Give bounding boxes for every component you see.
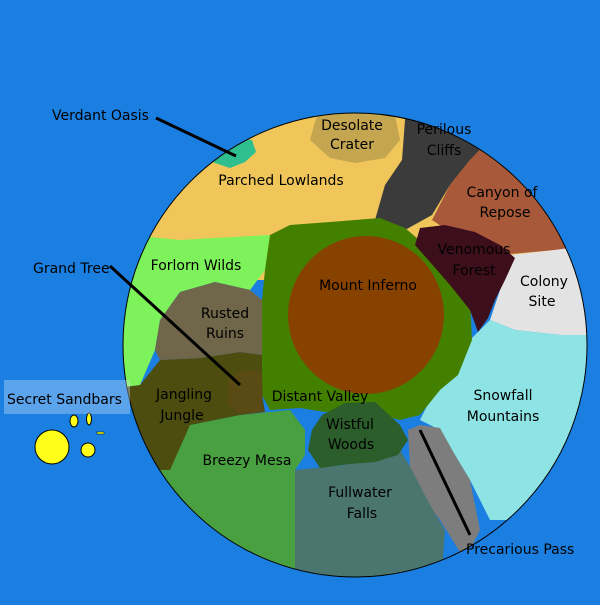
region-forlorn-wilds[interactable] xyxy=(100,235,270,390)
label-mount-inferno: Mount Inferno xyxy=(319,278,417,294)
callout-secret-sandbars: Secret Sandbars xyxy=(7,392,122,408)
sandbar-large xyxy=(34,429,70,465)
region-colony-site[interactable] xyxy=(490,245,600,335)
sandbar-small-4 xyxy=(96,431,105,435)
label-desolate-crater-2: Crater xyxy=(330,137,374,153)
verdant-oasis-pointer xyxy=(155,116,237,158)
region-canyon-of-repose[interactable] xyxy=(432,128,590,255)
label-canyon-of-repose-1: Canyon of xyxy=(467,185,539,201)
region-wistful-woods[interactable] xyxy=(308,402,408,468)
region-precarious-pass[interactable] xyxy=(408,425,480,560)
callout-grand-tree: Grand Tree xyxy=(33,261,110,277)
label-jangling-jungle-2: Jungle xyxy=(159,408,203,424)
grand-tree-pointer xyxy=(108,264,242,387)
island-outline xyxy=(122,112,588,578)
label-wistful-woods-1: Wistful xyxy=(326,417,374,433)
label-venomous-forest-1: Venomous xyxy=(438,242,511,258)
label-breezy-mesa: Breezy Mesa xyxy=(203,453,292,469)
label-canyon-of-repose-2: Repose xyxy=(479,205,530,221)
region-fullwater-falls[interactable] xyxy=(295,450,445,600)
label-snowfall-mountains-1: Snowfall xyxy=(473,388,532,404)
callout-precarious-pass: Precarious Pass xyxy=(466,542,574,558)
label-forlorn-wilds: Forlorn Wilds xyxy=(151,258,242,274)
label-fullwater-falls-2: Falls xyxy=(347,506,377,522)
region-mount-inferno[interactable] xyxy=(288,236,444,394)
sandbar-small-2 xyxy=(80,442,96,458)
label-wistful-woods-2: Woods xyxy=(328,437,374,453)
label-rusted-ruins-2: Ruins xyxy=(206,326,244,342)
label-rusted-ruins-1: Rusted xyxy=(201,306,249,322)
region-venomous-forest[interactable] xyxy=(415,225,515,332)
region-desolate-crater[interactable] xyxy=(310,100,400,163)
secret-sandbars[interactable] xyxy=(34,412,105,465)
sandbar-small-3 xyxy=(86,412,92,426)
label-colony-site-1: Colony xyxy=(520,274,568,290)
region-rusted-ruins[interactable] xyxy=(155,282,262,360)
callout-verdant-oasis: Verdant Oasis xyxy=(52,108,149,124)
secret-sandbars-label-bg xyxy=(4,380,130,414)
label-fullwater-falls-1: Fullwater xyxy=(328,485,392,501)
label-perilous-cliffs-1: Perilous xyxy=(417,122,472,138)
sandbar-small-1 xyxy=(69,414,79,428)
label-snowfall-mountains-2: Mountains xyxy=(467,409,540,425)
region-grand-tree[interactable] xyxy=(228,370,263,414)
label-perilous-cliffs-2: Cliffs xyxy=(427,143,462,159)
label-venomous-forest-2: Forest xyxy=(453,263,496,279)
label-distant-valley: Distant Valley xyxy=(272,389,369,405)
label-desolate-crater-1: Desolate xyxy=(321,118,383,134)
precarious-pass-pointer xyxy=(418,429,472,536)
label-jangling-jungle-1: Jangling xyxy=(155,387,212,403)
label-colony-site-2: Site xyxy=(529,294,556,310)
label-parched-lowlands: Parched Lowlands xyxy=(218,173,343,189)
